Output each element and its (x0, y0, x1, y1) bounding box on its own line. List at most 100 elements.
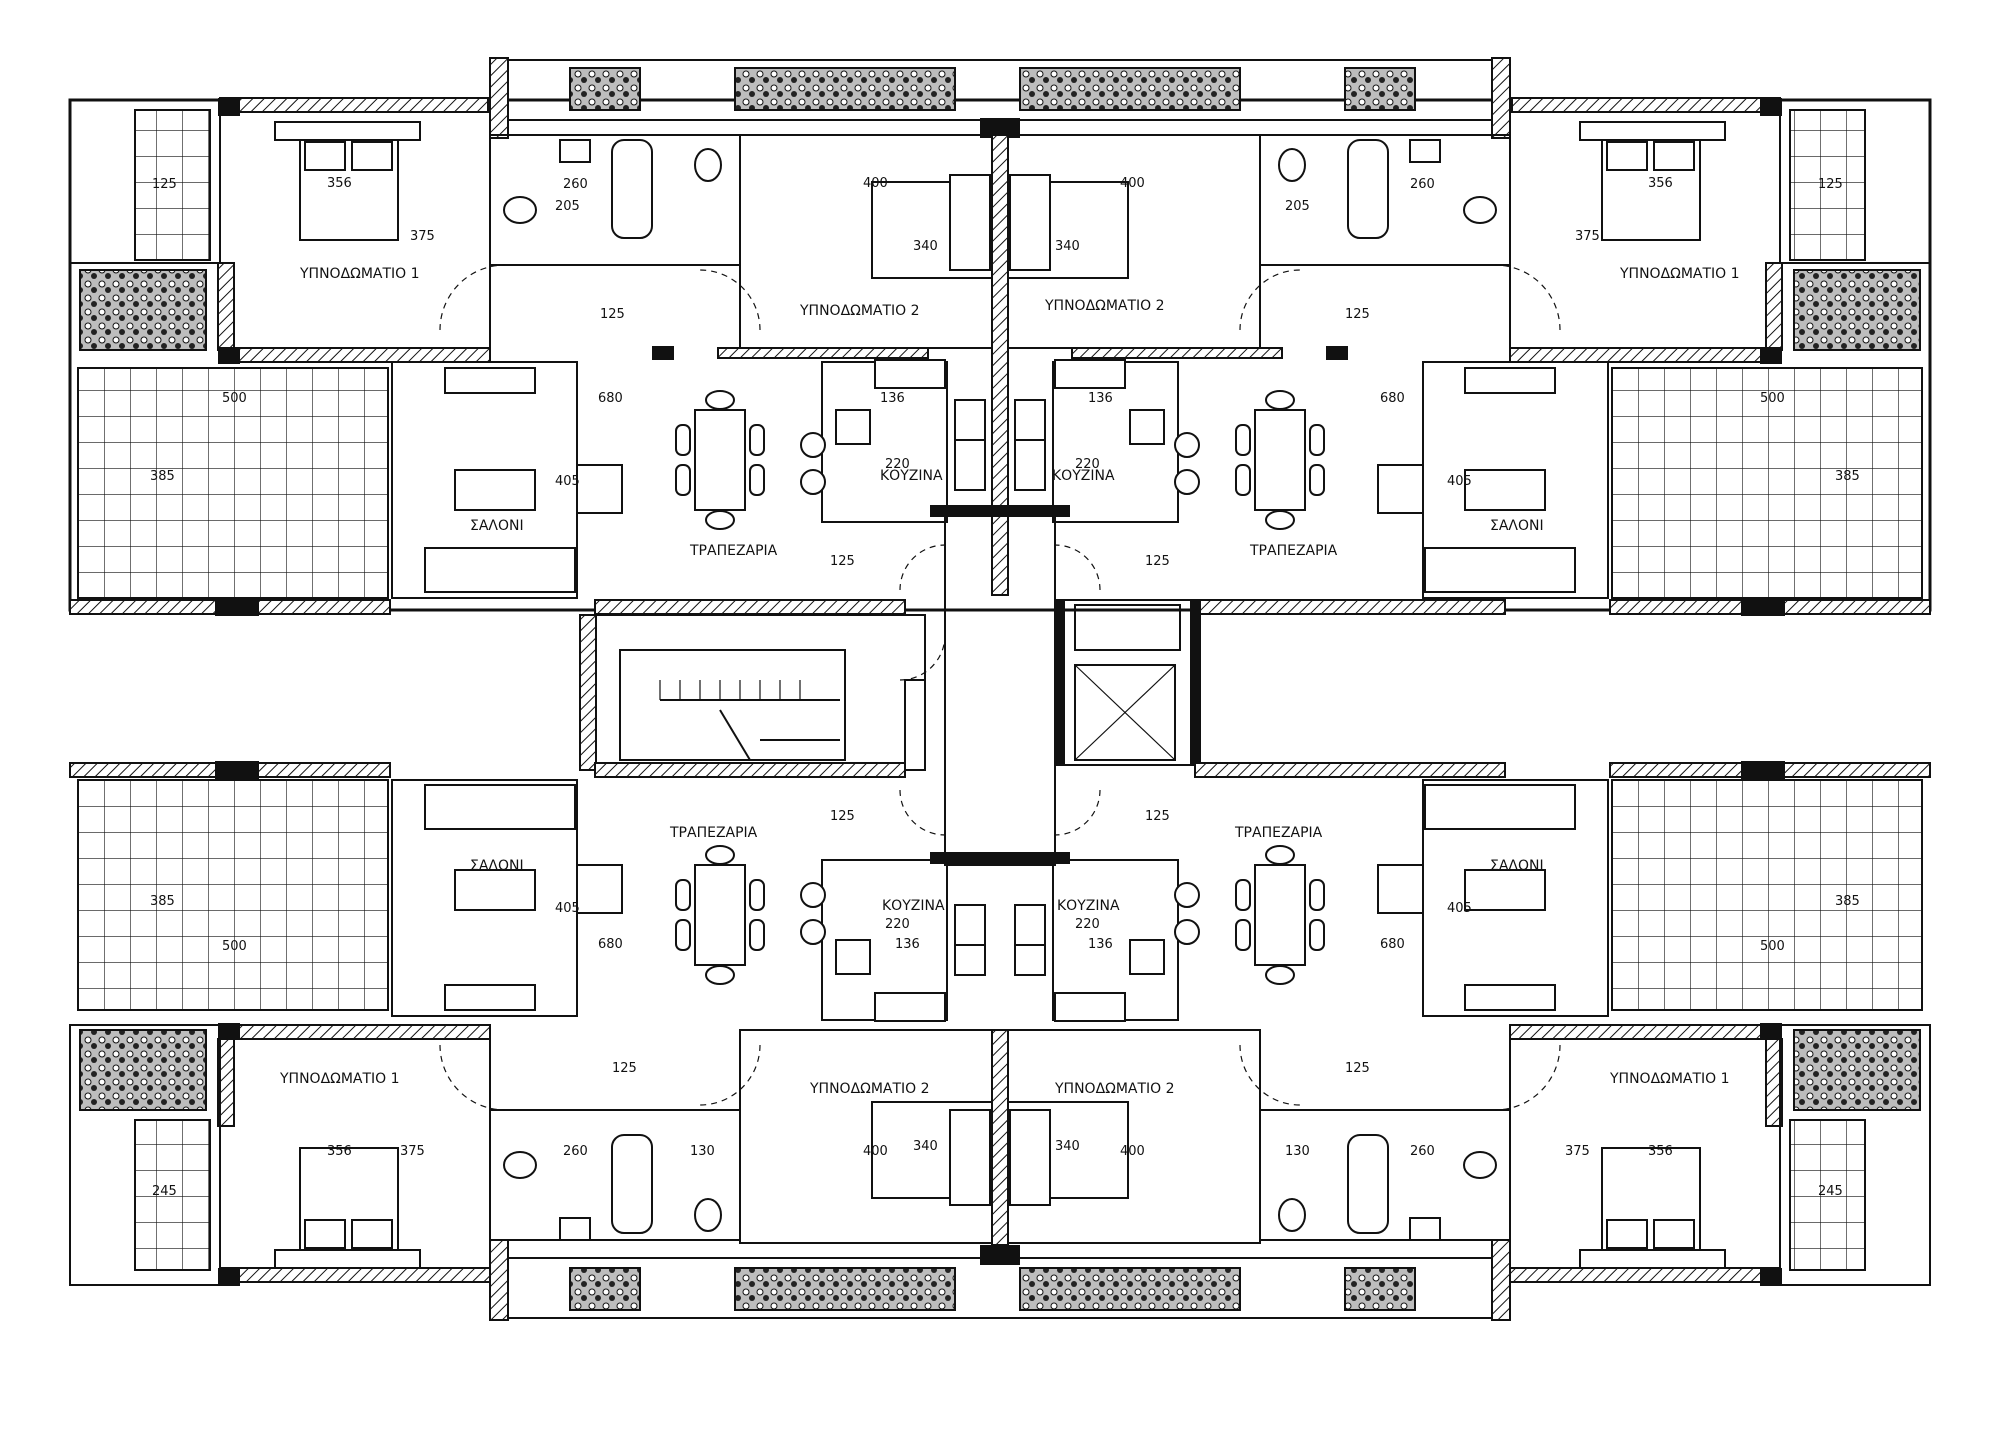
kitchen-sink (874, 992, 946, 1022)
planter (734, 67, 956, 111)
dim-bath-width: 260 (1410, 177, 1435, 192)
dim-veranda-width: 500 (222, 939, 247, 954)
dim-living-width: 680 (1380, 937, 1405, 952)
bed (871, 1101, 1129, 1206)
coffee-table (1464, 469, 1546, 511)
sofa (424, 784, 576, 830)
bathtub (611, 139, 653, 239)
dining-table (1235, 845, 1325, 985)
stair-treads (659, 680, 840, 761)
room-label-dining: ΤΡΑΠΕΖΑΡΙΑ (1234, 825, 1323, 841)
room-label-bedroom1: ΥΠΝΟΔΩΜΑΤΙΟ 1 (1619, 266, 1740, 282)
bathtub (611, 1134, 653, 1234)
dim-kitchen-height: 220 (1075, 917, 1100, 932)
toilet (503, 196, 537, 224)
dim-door: 125 (1145, 554, 1170, 569)
dim-kitchen-width: 136 (880, 391, 905, 406)
dim-bath-width: 260 (563, 177, 588, 192)
room-label-bedroom1: ΥΠΝΟΔΩΜΑΤΙΟ 1 (1609, 1071, 1730, 1087)
dim-bed1-height: 375 (410, 229, 435, 244)
dim-veranda-width: 500 (1760, 391, 1785, 406)
planter (1019, 67, 1241, 111)
veranda (77, 779, 389, 1011)
dim-veranda-height: 385 (1835, 469, 1860, 484)
room-label-bedroom2: ΥΠΝΟΔΩΜΑΤΙΟ 2 (1044, 298, 1165, 314)
dim-bed2-width: 400 (1120, 1144, 1145, 1159)
dim-living-height: 405 (555, 901, 580, 916)
toilet (1463, 1151, 1497, 1179)
stove (1129, 939, 1165, 975)
dim-living-width: 680 (1380, 391, 1405, 406)
dim-bed1-width: 356 (1648, 1144, 1673, 1159)
toilet (1278, 1198, 1306, 1232)
dim-kitchen-width: 136 (1088, 937, 1113, 952)
dim-living-width: 680 (598, 391, 623, 406)
dim-bed2-height: 340 (1055, 1139, 1080, 1154)
dim-veranda-width: 500 (222, 391, 247, 406)
room-label-living: ΣΑΛΟΝΙ (470, 518, 524, 534)
dining-table (1235, 390, 1325, 530)
sink (559, 139, 591, 163)
dim-bath-height: 205 (1285, 199, 1310, 214)
dim-kitchen-height: 220 (885, 917, 910, 932)
coffee-table (454, 469, 536, 511)
dim-bed1-height: 375 (1565, 1144, 1590, 1159)
dim-door: 125 (1345, 1061, 1370, 1076)
veranda (1611, 367, 1923, 599)
dim-veranda-height: 385 (150, 894, 175, 909)
kitchen-sink (874, 359, 946, 389)
room-label-dining: ΤΡΑΠΕΖΑΡΙΑ (689, 543, 778, 559)
dim-veranda-height: 385 (1835, 894, 1860, 909)
room-label-living: ΣΑΛΟΝΙ (1490, 858, 1544, 874)
bed (1579, 121, 1726, 241)
dining-table (675, 390, 765, 530)
room-label-dining: ΤΡΑΠΕΖΑΡΙΑ (669, 825, 758, 841)
bathtub (1347, 1134, 1389, 1234)
planter (1793, 1029, 1921, 1111)
sofa (1424, 784, 1576, 830)
room-label-bedroom2: ΥΠΝΟΔΩΜΑΤΙΟ 2 (1054, 1081, 1175, 1097)
toilet (1278, 148, 1306, 182)
planter (1019, 1267, 1241, 1311)
planter (79, 269, 207, 351)
bed (1579, 1147, 1726, 1269)
coffee-table (1464, 869, 1546, 911)
dim-balcony: 125 (1818, 177, 1843, 192)
armchair (576, 464, 623, 514)
sofa (424, 547, 576, 593)
dim-bed1-height: 375 (400, 1144, 425, 1159)
room-label-bedroom2: ΥΠΝΟΔΩΜΑΤΙΟ 2 (809, 1081, 930, 1097)
bed (274, 1147, 421, 1269)
sofa (1424, 547, 1576, 593)
dim-balcony: 245 (152, 1184, 177, 1199)
dim-door: 125 (830, 554, 855, 569)
room-label-living: ΣΑΛΟΝΙ (1490, 518, 1544, 534)
kitchen-sink (1054, 992, 1126, 1022)
dim-bed2-height: 340 (913, 1139, 938, 1154)
dim-veranda-height: 385 (150, 469, 175, 484)
planter (569, 67, 641, 111)
armchair (576, 864, 623, 914)
dim-living-height: 405 (555, 474, 580, 489)
dim-bed1-width: 356 (327, 176, 352, 191)
dim-veranda-width: 500 (1760, 939, 1785, 954)
bed (871, 174, 1129, 279)
room-label-bedroom1: ΥΠΝΟΔΩΜΑΤΙΟ 1 (279, 1071, 400, 1087)
room-label-bedroom2: ΥΠΝΟΔΩΜΑΤΙΟ 2 (799, 303, 920, 319)
toilet (503, 1151, 537, 1179)
bed (274, 121, 421, 241)
coffee-table (454, 869, 536, 911)
dim-door: 125 (600, 307, 625, 322)
dim-door: 125 (1345, 307, 1370, 322)
dim-bed2-height: 340 (1055, 239, 1080, 254)
dim-door: 125 (1145, 809, 1170, 824)
veranda (1611, 779, 1923, 1011)
dining-table (675, 845, 765, 985)
dim-living-height: 405 (1447, 474, 1472, 489)
toilet (1463, 196, 1497, 224)
stove (835, 409, 871, 445)
dim-bed2-height: 340 (913, 239, 938, 254)
planter (1344, 67, 1416, 111)
dim-bath-width: 260 (563, 1144, 588, 1159)
